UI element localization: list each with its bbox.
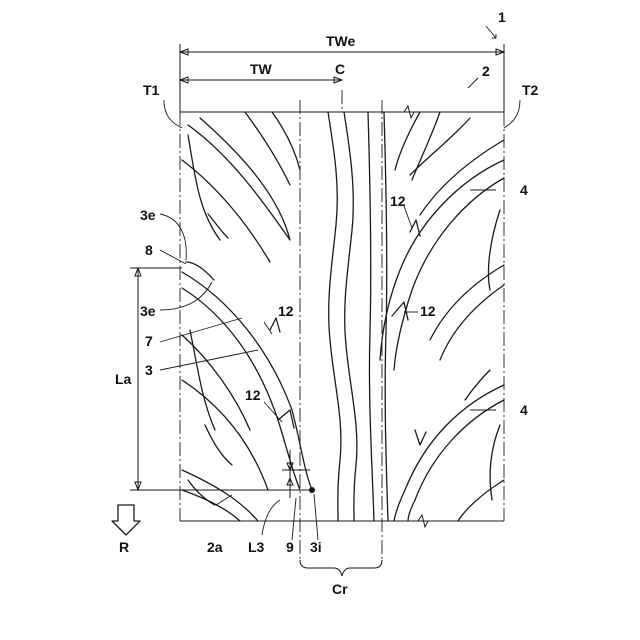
- label-3: 3: [145, 362, 153, 378]
- tread-frame: [180, 106, 504, 527]
- label-cr: Cr: [332, 581, 348, 597]
- label-groove-4-top: 4: [520, 182, 528, 198]
- label-sipe-12-right-mid: 12: [420, 303, 436, 319]
- label-fig-number: 1: [498, 9, 506, 25]
- label-t1: T1: [143, 82, 160, 98]
- label-sipe-12-left-low: 12: [245, 387, 261, 403]
- label-3i: 3i: [310, 539, 322, 555]
- label-sipe-12-right-top: 12: [390, 193, 406, 209]
- labels: 1 2 TWe TW C T1 T2 4 4 12 12 12 12 3e 8 …: [115, 9, 539, 597]
- label-9: 9: [286, 539, 294, 555]
- label-pattern-ref: 2: [482, 63, 490, 79]
- rotation-direction-arrow: [112, 505, 140, 535]
- label-7: 7: [145, 333, 153, 349]
- label-tw: TW: [250, 61, 273, 77]
- label-twe: TWe: [326, 33, 356, 49]
- dimensions: [130, 44, 504, 576]
- label-l3: L3: [248, 539, 265, 555]
- point-3i: [309, 487, 315, 493]
- label-sipe-12-left-mid: 12: [278, 303, 294, 319]
- right-inclined-grooves: [380, 112, 504, 521]
- label-3e-top: 3e: [140, 207, 156, 223]
- sipe-12-left-low: [278, 410, 294, 428]
- center-groove-right-wall: [344, 112, 357, 521]
- label-center: C: [335, 61, 345, 77]
- label-8: 8: [145, 242, 153, 258]
- label-t2: T2: [522, 82, 539, 98]
- label-3e-mid: 3e: [140, 303, 156, 319]
- rib-groove-left-wall: [368, 112, 374, 521]
- label-2a: 2a: [207, 539, 223, 555]
- label-direction-r: R: [119, 539, 129, 555]
- sipe-12-left-mid: [270, 318, 280, 332]
- label-groove-4-bottom: 4: [520, 402, 528, 418]
- center-groove-left-wall: [328, 112, 341, 521]
- sipe-12-right-mid: [392, 302, 408, 320]
- label-la: La: [115, 371, 132, 387]
